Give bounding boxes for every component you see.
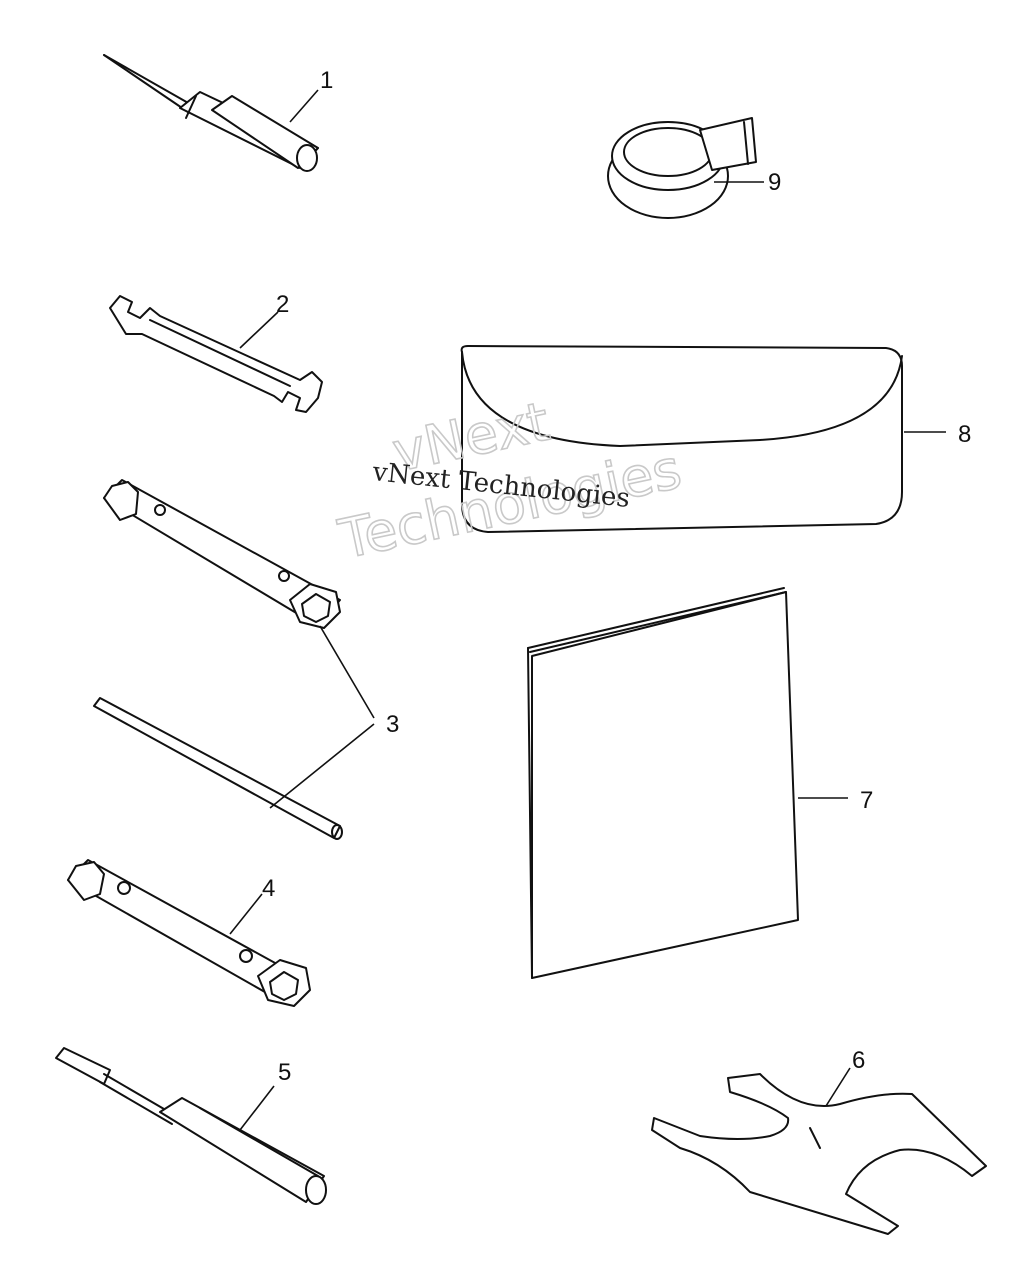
callout-3: 3: [386, 711, 399, 738]
callout-6: 6: [852, 1047, 865, 1074]
callout-4: 4: [262, 875, 275, 902]
callout-1: 1: [320, 67, 333, 94]
callout-9: 9: [768, 169, 781, 196]
part-6-holder-plate: [651, 1073, 987, 1235]
part-8-tool-pouch: [460, 345, 903, 533]
leader-6: [825, 1067, 851, 1107]
leader-4: [229, 893, 263, 935]
part-5-screwdriver: [55, 1047, 327, 1205]
leader-3b: [269, 723, 375, 809]
part-4-box-wrench: [67, 859, 311, 1007]
part-3-tommy-bar: [93, 697, 343, 840]
part-3-box-wrench: [103, 479, 341, 629]
part-1-screwdriver: [103, 54, 319, 172]
leader-5: [239, 1085, 275, 1131]
part-9-strap: [607, 117, 757, 219]
callout-2: 2: [276, 291, 289, 318]
callout-8: 8: [958, 421, 971, 448]
leader-2: [239, 311, 279, 349]
callout-7: 7: [860, 787, 873, 814]
leader-1: [289, 89, 319, 123]
part-7-manual: [527, 587, 799, 979]
part-2-wrench: [109, 295, 323, 413]
leader-3a: [319, 625, 375, 719]
callout-5: 5: [278, 1059, 291, 1086]
